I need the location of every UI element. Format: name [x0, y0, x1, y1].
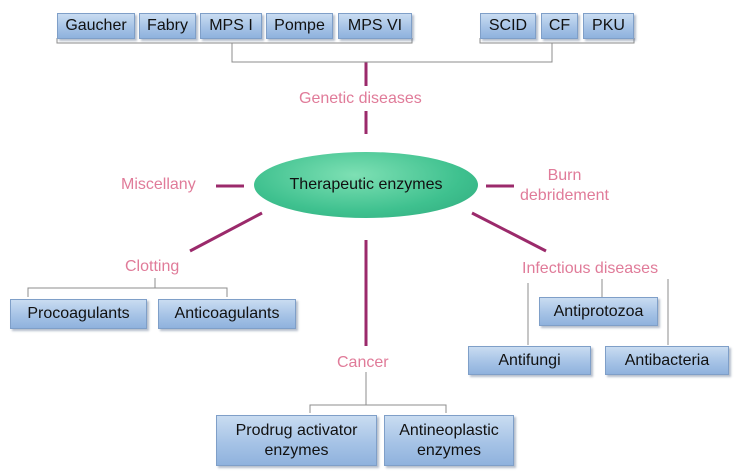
cancer-box-prodrug-line-1: Prodrug activator [235, 421, 358, 439]
cancer-box-prodrug-line-2: enzymes [264, 441, 329, 459]
category-cancer: Cancer [337, 354, 389, 371]
infectious-box-antifungi: Antifungi [468, 346, 591, 375]
clotting-box-anticoagulants: Anticoagulants [158, 299, 296, 329]
category-burn-line-1: Burn [547, 167, 582, 184]
infectious-box-antibacteria: Antibacteria [605, 346, 729, 375]
genetic-box-pompe: Pompe [266, 13, 333, 39]
category-burn-debridement: Burn debridement [520, 166, 609, 206]
cancer-box-antineoplastic-line-2: enzymes [416, 441, 482, 459]
category-burn-line-2: debridement [520, 187, 609, 204]
genetic-box-fabry: Fabry [139, 13, 196, 39]
genetic-box-scid: SCID [480, 13, 536, 39]
genetic-box-gaucher: Gaucher [57, 13, 135, 39]
category-infectious-diseases: Infectious diseases [522, 260, 659, 277]
genetic-box-mps-vi: MPS VI [338, 13, 412, 39]
category-genetic-diseases: Genetic diseases [299, 90, 422, 107]
cancer-box-antineoplastic-line-1: Antineoplastic [399, 421, 499, 439]
genetic-box-mps-i: MPS I [200, 13, 262, 39]
genetic-box-pku: PKU [583, 13, 634, 39]
center-therapeutic-enzymes: Therapeutic enzymes [254, 152, 478, 218]
cancer-box-antineoplastic: Antineoplastic enzymes [384, 415, 514, 466]
category-miscellany: Miscellany [121, 176, 196, 193]
genetic-box-cf: CF [541, 13, 578, 39]
category-clotting: Clotting [125, 258, 180, 275]
cancer-box-prodrug-activator: Prodrug activator enzymes [216, 415, 377, 466]
infectious-box-antiprotozoa: Antiprotozoa [539, 297, 658, 326]
clotting-box-procoagulants: Procoagulants [10, 299, 147, 329]
